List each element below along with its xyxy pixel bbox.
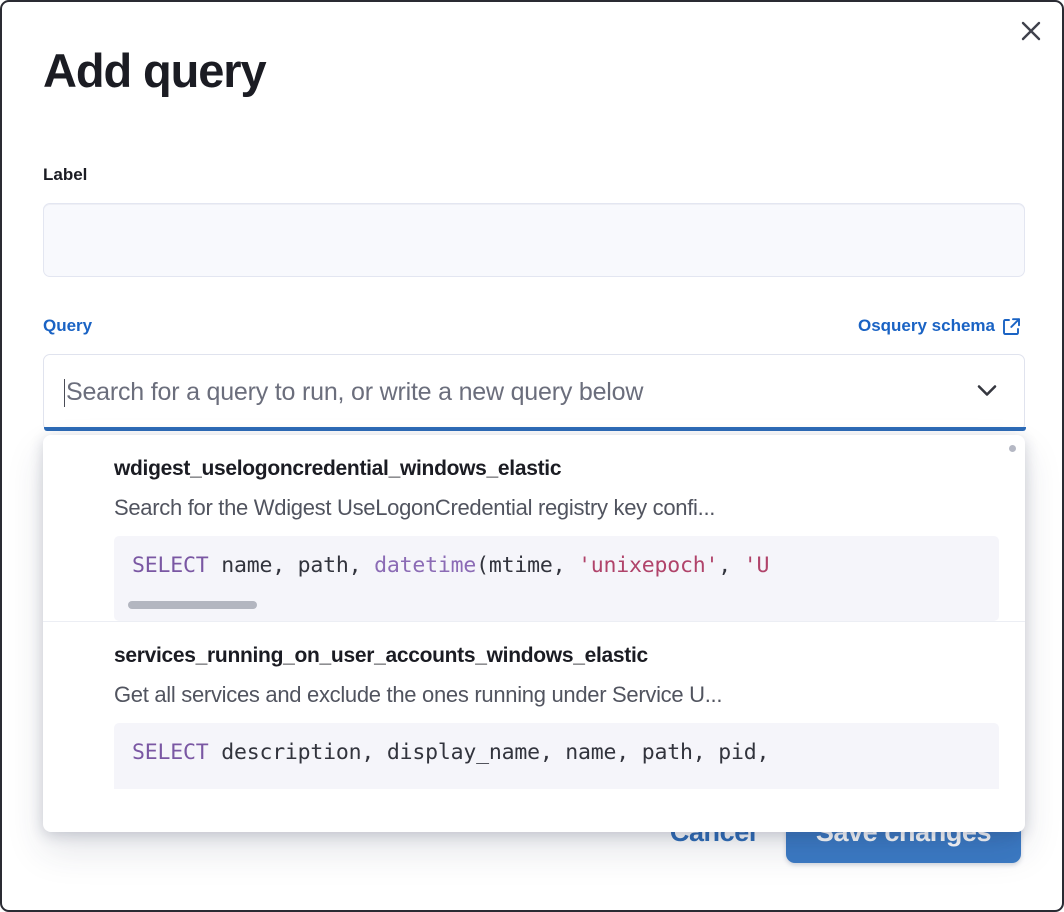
close-icon <box>1020 20 1042 42</box>
list-item[interactable]: services_running_on_user_accounts_window… <box>43 621 1025 789</box>
list-item[interactable]: wdigest_uselogoncredential_windows_elast… <box>43 435 1025 621</box>
focus-underline <box>44 427 1026 431</box>
list-item-title: wdigest_uselogoncredential_windows_elast… <box>114 457 562 480</box>
list-item-description: Search for the Wdigest UseLogonCredentia… <box>114 495 716 520</box>
chevron-down-icon[interactable] <box>972 375 1002 410</box>
label-input[interactable] <box>43 203 1025 277</box>
osquery-schema-link[interactable]: Osquery schema <box>858 316 1021 336</box>
list-item-title: services_running_on_user_accounts_window… <box>114 644 648 667</box>
text-cursor <box>64 378 65 407</box>
query-search-combobox[interactable]: Search for a query to run, or write a ne… <box>43 354 1026 431</box>
sql-code-block: SELECT name, path, datetime(mtime, 'unix… <box>114 536 999 621</box>
osquery-schema-link-label: Osquery schema <box>857 316 995 335</box>
list-item-description: Get all services and exclude the ones ru… <box>114 682 723 707</box>
sql-code-line: SELECT name, path, datetime(mtime, 'unix… <box>132 553 770 578</box>
query-suggestions-popover: wdigest_uselogoncredential_windows_elast… <box>43 435 1025 832</box>
query-search-input-placeholder: Search for a query to run, or write a ne… <box>66 378 644 406</box>
sql-code-line: SELECT description, display_name, name, … <box>132 740 770 765</box>
page-title: Add query <box>43 44 267 97</box>
query-field-caption: Query <box>43 316 93 335</box>
sql-code-block: SELECT description, display_name, name, … <box>114 723 999 789</box>
close-icon-button[interactable] <box>1014 14 1048 48</box>
code-horizontal-scrollbar[interactable] <box>128 601 257 609</box>
popover-scrollbar[interactable] <box>1009 445 1016 452</box>
external-link-icon <box>1002 316 1021 336</box>
label-field-caption: Label <box>43 165 88 184</box>
